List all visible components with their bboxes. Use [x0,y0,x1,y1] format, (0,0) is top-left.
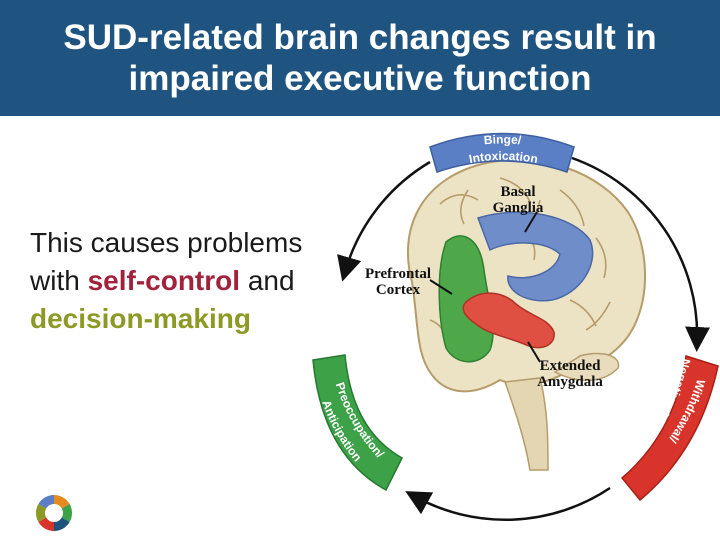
label-prefrontal-line2: Cortex [376,282,421,298]
title-bar: SUD-related brain changes result in impa… [0,0,720,116]
label-amygdala-line1: Extended [540,358,602,374]
cycle-arrow-top-left [337,160,431,282]
label-basal-line1: Basal [500,184,535,200]
self-control-highlight: self-control [87,265,241,296]
title-line-2: impaired executive function [128,59,592,98]
extended-amygdala-region [462,292,555,349]
stage-preoccupation-band [312,354,403,492]
stage-binge-line1-path: Binge/ [483,132,522,147]
prefrontal-cortex-region [438,235,494,363]
pointer-basal-ganglia [524,211,538,233]
cycle-arrow-bottom [405,486,611,521]
cycle-arrow-top-right [571,156,711,352]
addiction-cycle-diagram: Basal Ganglia Prefrontal Cortex Extended… [300,120,719,521]
label-basal-line2: Ganglia [493,200,544,216]
stage-binge-line1: Binge/ [483,132,522,147]
body-part-2: and [240,265,295,296]
label-amygdala-line2: Amygdala [537,374,603,390]
body-part-1: This causes problems with [30,227,303,296]
organization-logo-icon [35,495,73,531]
stage-withdrawal-band [620,355,719,502]
basal-ganglia-region [477,211,594,302]
stage-binge-band [429,132,575,173]
stage-binge-line2-path: Intoxication [468,149,539,166]
slide-title: SUD-related brain changes result in impa… [63,17,656,99]
title-line-1: SUD-related brain changes result in [63,18,657,57]
label-prefrontal-line1: Prefrontal [365,266,431,282]
pointer-prefrontal-cortex [429,279,453,295]
stage-binge-line2: Intoxication [468,149,539,166]
body-text: This causes problems with self-control a… [30,224,310,338]
pointer-amygdala [527,341,541,363]
decision-making-highlight: decision-making [30,303,251,334]
